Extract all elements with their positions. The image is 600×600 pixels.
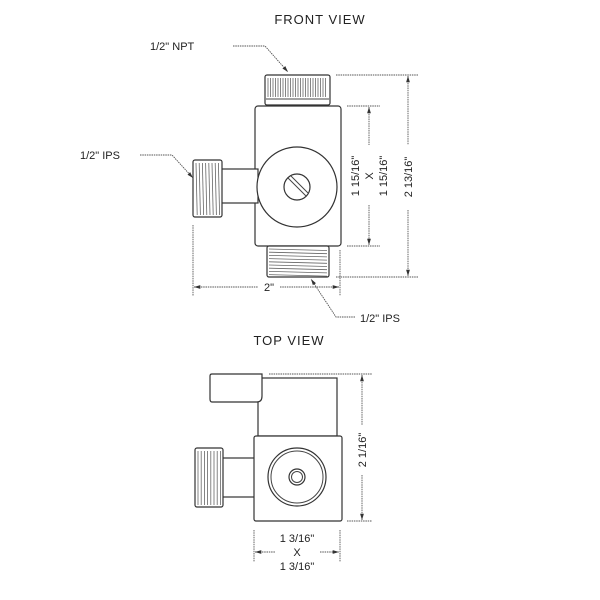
hatch-line xyxy=(268,251,328,255)
dim-body-label: 1 15/16" X 1 15/16" xyxy=(350,156,390,197)
side-stem xyxy=(217,168,259,204)
hatch-line xyxy=(268,264,328,267)
dim-body-top: 1 15/16" xyxy=(350,156,362,197)
hatch-line xyxy=(214,162,217,216)
hatch-line xyxy=(202,162,204,216)
dim-top-width-x: X xyxy=(293,547,301,559)
top-view-title: TOP VIEW xyxy=(253,333,324,348)
dim-width: 2" xyxy=(264,282,274,294)
label-bottom-connection: 1/2" IPS xyxy=(360,313,400,325)
hatch-line xyxy=(205,162,208,216)
dim-top-height: 2 1/16" xyxy=(357,433,369,468)
hatch-line xyxy=(268,261,328,264)
top-thread-lines xyxy=(197,451,221,505)
handle xyxy=(209,373,263,403)
hatch-line xyxy=(218,162,220,216)
hatch-line xyxy=(268,248,328,251)
hatch-line xyxy=(208,162,211,216)
top-side-stem xyxy=(221,457,257,498)
dim-overall-height: 2 13/16" xyxy=(403,157,415,198)
front-view-part xyxy=(192,74,342,278)
dim-top-width-a: 1 3/16" xyxy=(280,533,315,545)
dim-body-x: X xyxy=(364,172,376,180)
hatch-line xyxy=(195,162,198,216)
knurl-texture xyxy=(267,78,326,97)
top-view-part xyxy=(194,373,343,522)
top-side-thread xyxy=(194,447,224,508)
hatch-line xyxy=(268,255,328,258)
hatch-line xyxy=(211,162,214,216)
front-view-title: FRONT VIEW xyxy=(274,12,365,27)
label-top-connection: 1/2" NPT xyxy=(150,41,195,53)
dim-top-width-b: 1 3/16" xyxy=(280,561,315,573)
leader-bottom xyxy=(310,278,355,318)
screw-slot xyxy=(287,177,307,197)
dim-body-bottom: 1 15/16" xyxy=(378,156,390,197)
bottom-thread-lines xyxy=(268,248,328,277)
hatch-line xyxy=(268,271,328,274)
hatch-line xyxy=(198,162,201,216)
upper-body xyxy=(257,377,338,437)
hatch-line xyxy=(268,267,328,271)
hatch-line xyxy=(268,274,328,277)
side-thread-lines xyxy=(195,162,220,216)
hatch-line xyxy=(268,258,328,261)
leader-side xyxy=(140,154,194,179)
leader-top xyxy=(233,45,289,73)
label-side-connection: 1/2" IPS xyxy=(80,150,120,162)
knurled-cap xyxy=(264,74,331,106)
